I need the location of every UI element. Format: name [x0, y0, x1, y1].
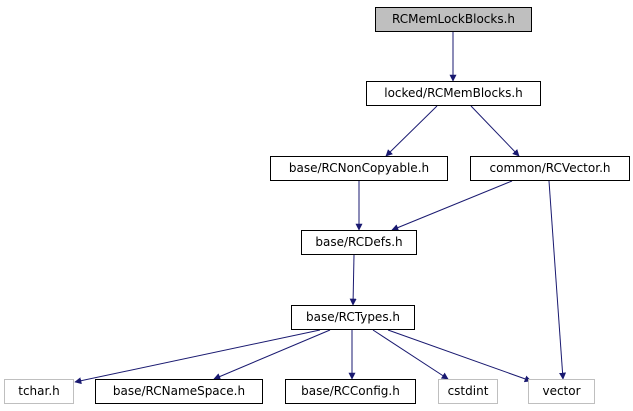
edge-rctypes-to-tchar [74, 329, 321, 385]
edge-rcvector-to-rcdefs [391, 180, 513, 231]
edge-rctypes-to-namespace [213, 329, 331, 380]
node-base-rcconfig-h[interactable]: base/RCConfig.h [285, 379, 416, 404]
node-base-rcnoncopyable-h[interactable]: base/RCNonCopyable.h [270, 156, 448, 181]
edge-rcvector-to-vector [548, 180, 567, 380]
node-common-rcvector-h[interactable]: common/RCVector.h [470, 156, 630, 181]
edge-rctypes-to-cstdint [372, 329, 449, 380]
node-base-rcdefs-h[interactable]: base/RCDefs.h [301, 230, 417, 255]
node-base-rcnamespace-h[interactable]: base/RCNameSpace.h [95, 379, 263, 404]
node-locked-rcmemblocks-h[interactable]: locked/RCMemBlocks.h [366, 81, 541, 106]
edge-rcdefs-to-rctypes [349, 254, 357, 306]
node-tchar-h: tchar.h [4, 379, 74, 404]
edge-rctypes-to-vector [387, 329, 532, 383]
node-rcmemlockblocks-h: RCMemLockBlocks.h [375, 7, 532, 32]
edge-locked_memblocks-to-noncopyable [385, 105, 438, 157]
edge-locked_memblocks-to-rcvector [470, 105, 520, 157]
node-base-rctypes-h[interactable]: base/RCTypes.h [291, 305, 415, 330]
node-cstdint: cstdint [438, 379, 498, 404]
node-vector: vector [528, 379, 595, 404]
